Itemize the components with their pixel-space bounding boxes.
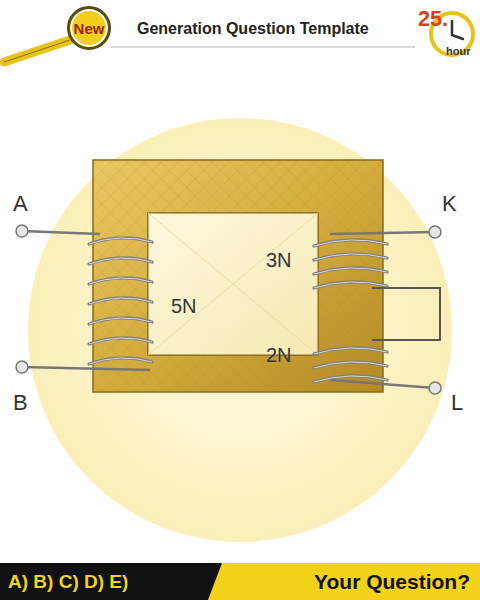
core-window (148, 213, 318, 355)
new-badge: New (67, 6, 111, 50)
turns-label: 3N (266, 250, 292, 270)
clock-text: hour (446, 46, 470, 57)
winding-highlight (314, 240, 387, 246)
winding-highlight (89, 278, 152, 284)
winding-turn (314, 362, 387, 368)
turns-label: 2N (266, 345, 292, 365)
bar-text: Your Question? (314, 571, 470, 592)
turns-label: 5N (171, 296, 197, 316)
winding-highlight (89, 358, 152, 364)
badge-text: New (70, 9, 108, 47)
winding-highlight (314, 362, 387, 368)
clock-text: 25. (418, 8, 448, 30)
winding-highlight (314, 282, 387, 288)
winding-highlight (89, 258, 152, 264)
bar-text: A) B) C) D) E) (8, 572, 128, 591)
header-title: Generation Question Template (137, 21, 369, 37)
header-rule (110, 46, 415, 48)
wire-a (22, 231, 100, 234)
winding-highlight (314, 348, 387, 354)
terminal-label: L (451, 392, 463, 414)
winding-turn (314, 254, 387, 260)
winding-highlight (89, 238, 152, 244)
window-shade (148, 213, 318, 355)
question-panel: Your Question? (200, 563, 480, 600)
terminal-label: K (442, 193, 457, 215)
wire-l (330, 380, 435, 388)
winding-turn (89, 358, 152, 364)
terminal-l (429, 382, 441, 394)
winding-turn (89, 298, 152, 304)
answer-options-bar: A) B) C) D) E) (0, 563, 212, 600)
winding-turn (89, 338, 152, 344)
series-link-wire (372, 288, 440, 340)
terminal-label: A (13, 193, 28, 215)
winding-turn (314, 348, 387, 354)
coil-windings (89, 238, 387, 382)
magnifier-handle-edge (4, 40, 70, 62)
winding-highlight (314, 268, 387, 274)
winding-highlight (314, 254, 387, 260)
terminal-a (16, 225, 28, 237)
terminal-label: B (13, 392, 28, 414)
terminal-k (429, 226, 441, 238)
winding-turn (314, 268, 387, 274)
winding-turn (314, 376, 387, 382)
clock-badge: 25. hour (418, 4, 478, 60)
winding-highlight (89, 298, 152, 304)
winding-highlight (314, 376, 387, 382)
winding-turn (89, 258, 152, 264)
winding-turn (89, 238, 152, 244)
background-circle (28, 118, 452, 542)
terminal-b (16, 361, 28, 373)
window-shade (148, 213, 318, 355)
winding-turn (314, 240, 387, 246)
magnifier-handle (4, 40, 70, 62)
winding-turn (89, 318, 152, 324)
wire-k (330, 232, 435, 234)
winding-turn (314, 282, 387, 288)
winding-highlight (89, 318, 152, 324)
winding-highlight (89, 338, 152, 344)
wire-b (22, 367, 150, 370)
winding-turn (89, 278, 152, 284)
